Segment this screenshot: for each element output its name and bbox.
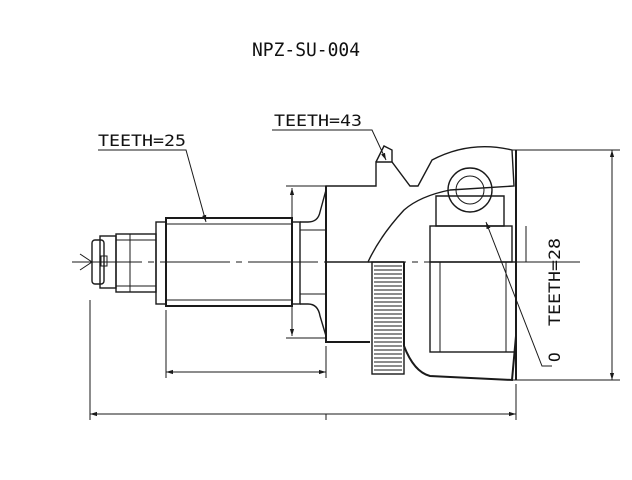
teeth-outer-label: TEETH=43 (274, 111, 362, 130)
leader-lines (98, 129, 552, 367)
teeth-shaft-label: TEETH=25 (98, 131, 186, 150)
part-number-title: NPZ-SU-004 (252, 39, 360, 61)
bearing-ball (447, 167, 493, 213)
dimension-lines (89, 149, 620, 420)
splined-shaft (155, 189, 327, 337)
outer-joint-housing (325, 145, 520, 382)
abs-tone-ring (371, 261, 405, 375)
o-ring-label: O (545, 352, 564, 362)
shaft-tip (74, 233, 157, 293)
teeth-inner-label: TEETH=28 (545, 238, 564, 326)
